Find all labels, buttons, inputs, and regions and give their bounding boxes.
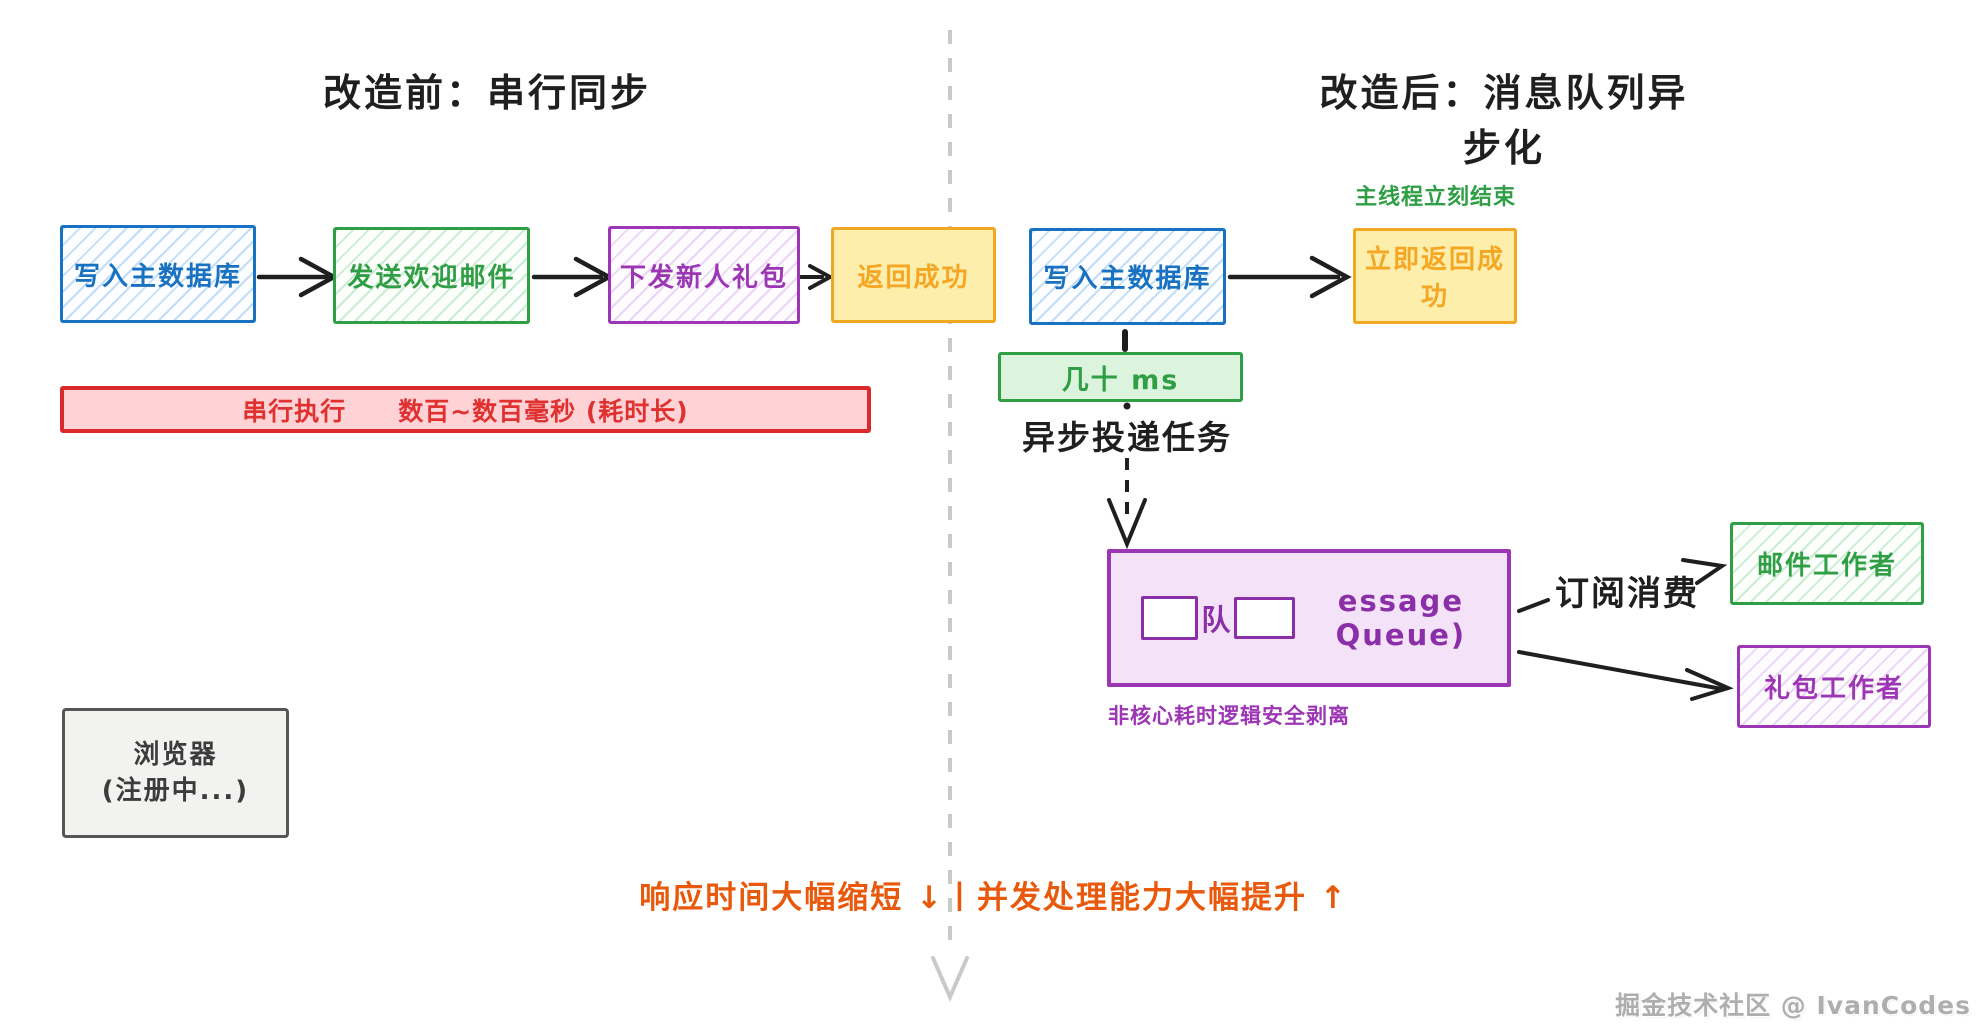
arrow-db-to-return-head-icon (1309, 255, 1352, 299)
left-step-send-mail: 发送欢迎邮件 (333, 227, 530, 324)
result-summary: 响应时间大幅缩短 ↓丨并发处理能力大幅提升 ↑ (639, 880, 1348, 916)
serial-duration-bar: 串行执行 数百~数百毫秒 (耗时长) (60, 386, 871, 433)
connector-dot (1123, 402, 1131, 410)
mq-note: 非核心耗时逻辑安全剥离 (1108, 704, 1350, 728)
dashed-arrow-to-mq-head-icon (1107, 498, 1147, 550)
async-dispatch-label: 异步投递任务 (1022, 418, 1232, 457)
browser-box-line1: 浏览器 (133, 739, 218, 770)
divider-arrowhead-icon (931, 956, 969, 1003)
latency-label: 几十 ms (1061, 364, 1180, 396)
connector-mq-to-gift-worker (1517, 650, 1724, 691)
left-title: 改造前：串行同步 (322, 71, 651, 115)
mq-label-fragment-tail: essage Queue) (1335, 584, 1467, 652)
serial-duration-label: 串行执行 数百~数百毫秒 (耗时长) (242, 396, 689, 426)
watermark: 掘金技术社区 @ IvanCodes (1615, 991, 1971, 1020)
left-step-write-db: 写入主数据库 (60, 225, 256, 323)
right-step-write-db-label: 写入主数据库 (1043, 264, 1212, 294)
connector-mq-to-mail-worker (1517, 598, 1550, 613)
left-step-send-mail-label: 发送欢迎邮件 (347, 263, 516, 293)
left-step-return-success: 返回成功 (831, 227, 996, 323)
browser-box-line2: (注册中...) (101, 776, 250, 806)
main-thread-note: 主线程立刻结束 (1354, 185, 1516, 210)
gift-worker-box: 礼包工作者 (1737, 645, 1931, 728)
right-title: 改造后：消息队列异步化 (1319, 71, 1689, 170)
gift-worker-label: 礼包工作者 (1763, 674, 1904, 704)
mq-label-fragment-mid: 队 (1201, 603, 1233, 637)
left-step-write-db-label: 写入主数据库 (73, 261, 242, 292)
latency-box: 几十 ms (998, 352, 1243, 402)
arrow-mq-to-gift-worker-head-icon (1685, 668, 1734, 701)
arrow-gift-to-success-head-icon (808, 264, 835, 290)
left-step-gift: 下发新人礼包 (608, 226, 800, 324)
mail-worker-label: 邮件工作者 (1756, 551, 1897, 581)
mq-redaction-box-1 (1141, 596, 1199, 640)
message-queue-box: 队 essage Queue) (1107, 549, 1511, 687)
right-step-return-success: 立即返回成功 (1353, 228, 1517, 324)
left-step-gift-label: 下发新人礼包 (619, 262, 788, 293)
browser-box: 浏览器 (注册中...) (62, 708, 289, 838)
subscribe-consume-label: 订阅消费 (1555, 574, 1699, 614)
right-step-return-success-label: 立即返回成功 (1364, 245, 1505, 312)
right-step-write-db: 写入主数据库 (1029, 228, 1226, 325)
mail-worker-box: 邮件工作者 (1730, 522, 1924, 605)
arrow-mq-to-mail-worker-head-icon (1681, 558, 1728, 585)
mq-redaction-box-2 (1234, 597, 1295, 639)
left-step-return-success-label: 返回成功 (857, 262, 970, 293)
